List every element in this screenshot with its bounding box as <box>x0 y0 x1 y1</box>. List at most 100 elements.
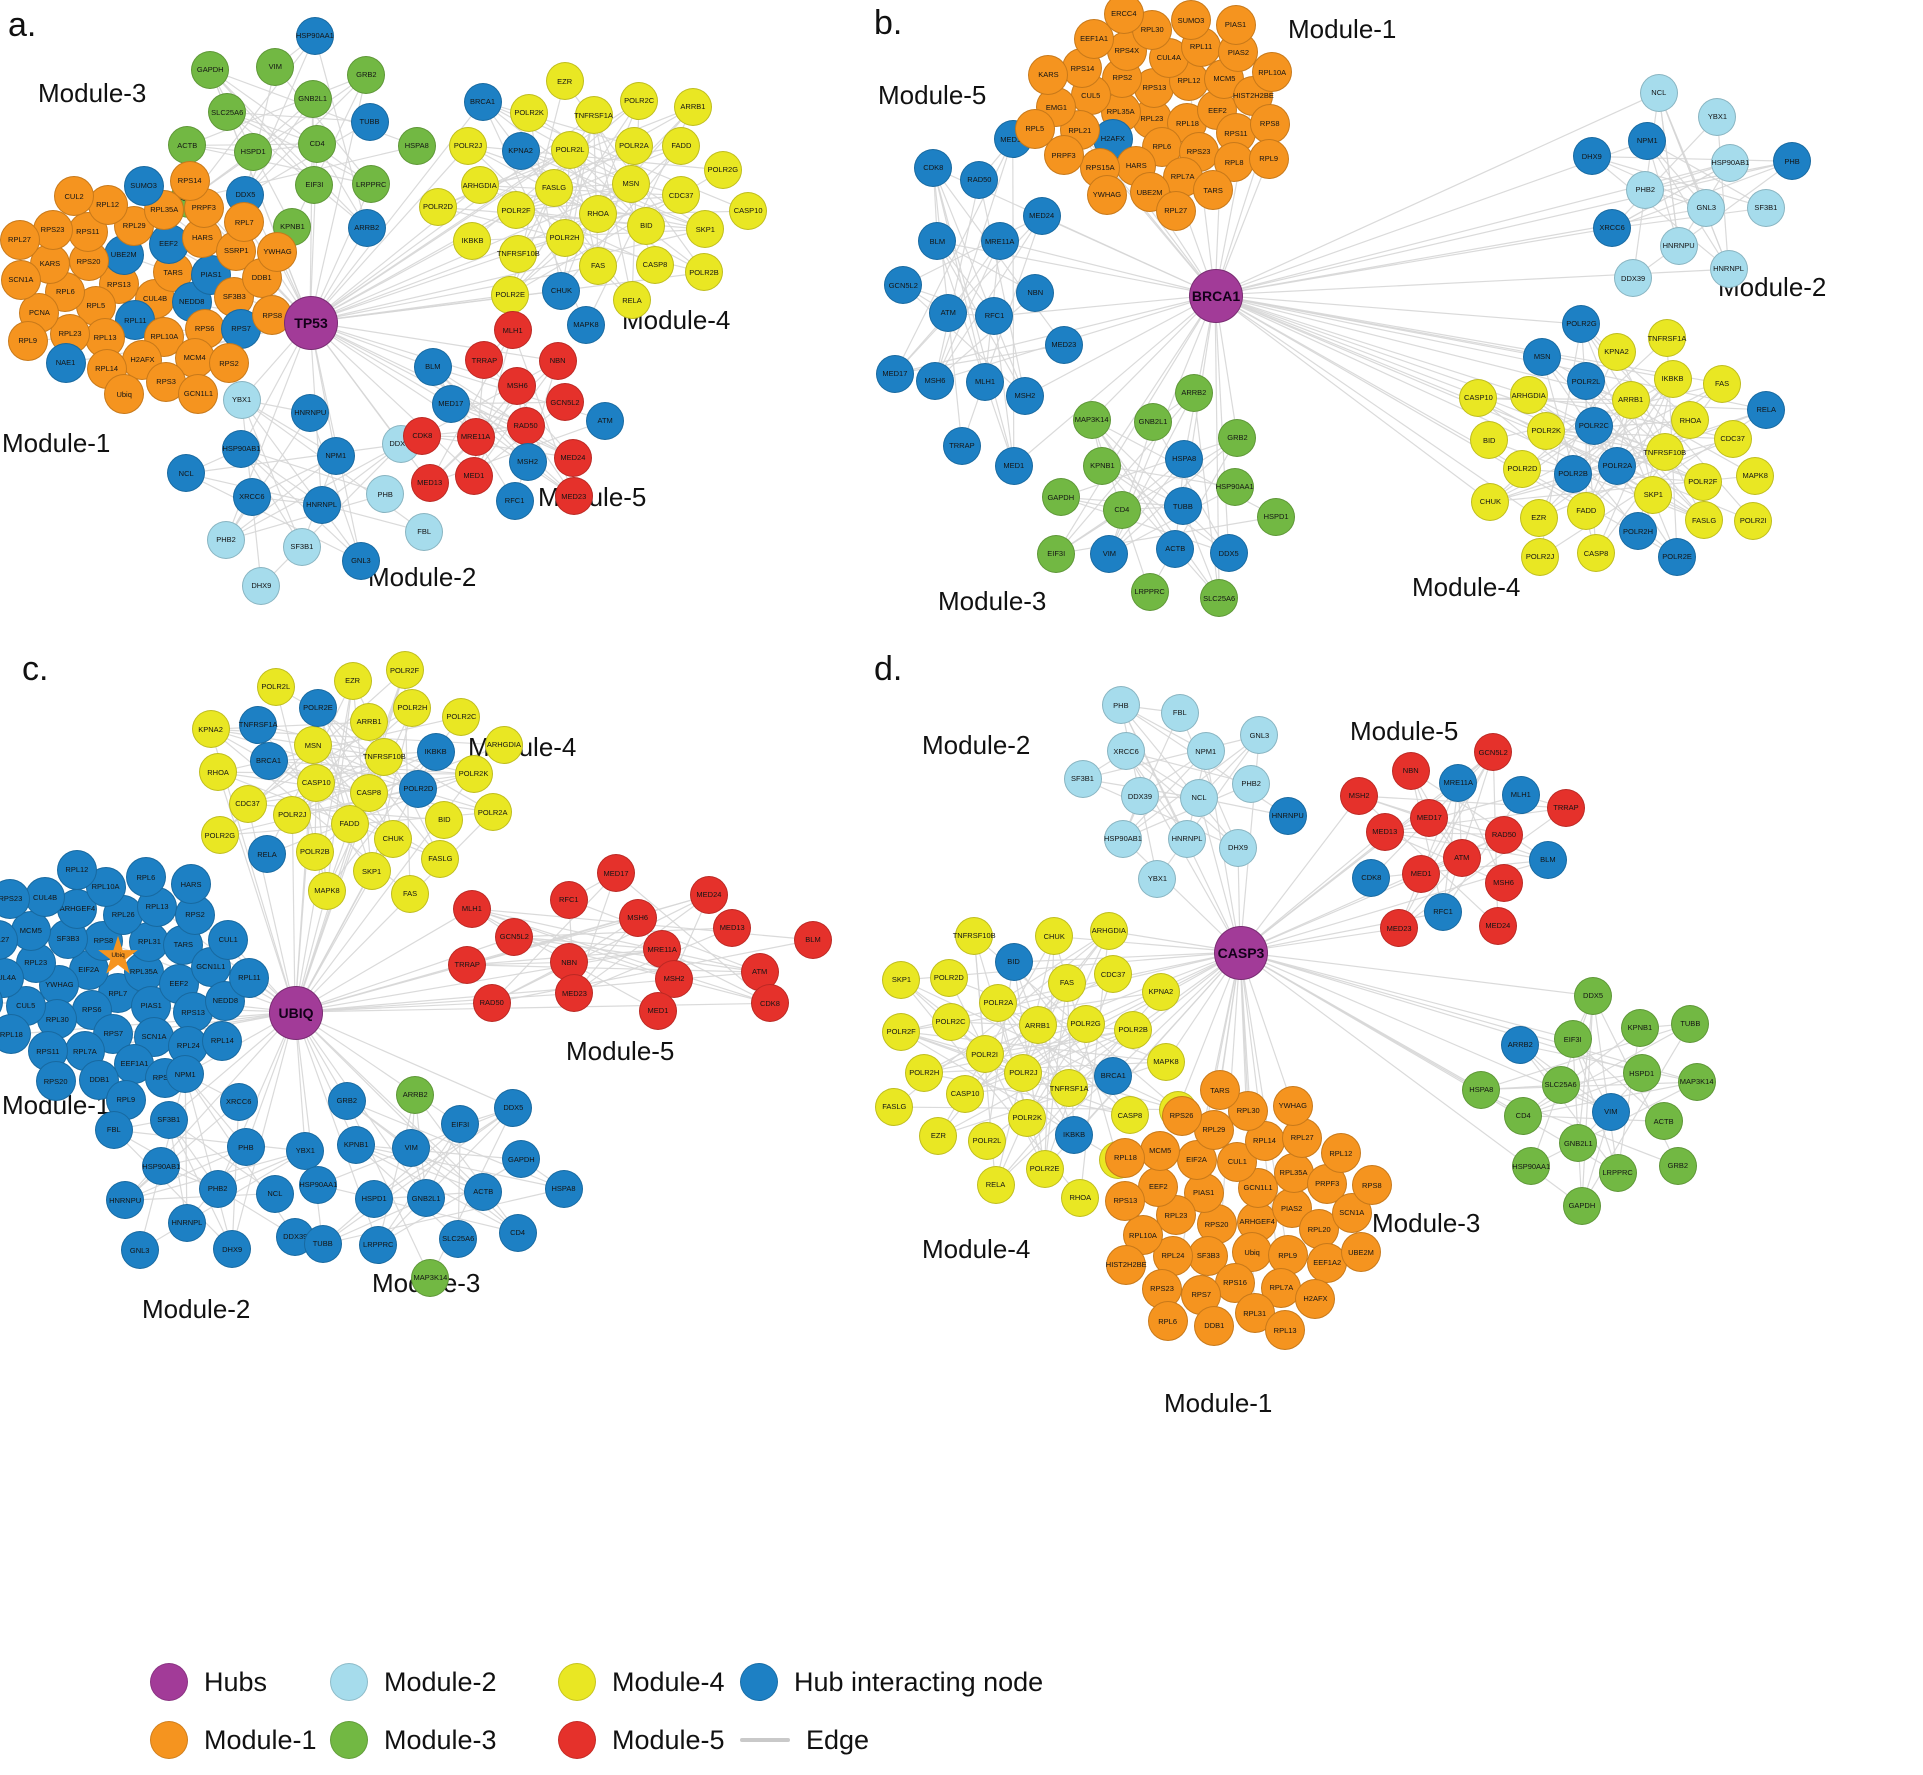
node-b-tars[interactable]: TARS <box>1193 170 1234 211</box>
node-d-blm[interactable]: BLM <box>1528 841 1567 880</box>
node-d-bid[interactable]: BID <box>994 943 1033 982</box>
node-c-ddx5[interactable]: DDX5 <box>494 1088 533 1127</box>
node-d-phb[interactable]: PHB <box>1101 686 1140 725</box>
node-a-gnb2l1[interactable]: GNB2L1 <box>293 79 332 118</box>
node-c-med17[interactable]: MED17 <box>597 854 636 893</box>
node-d-polr2g[interactable]: POLR2G <box>1066 1004 1105 1043</box>
node-b-ikbkb[interactable]: IKBKB <box>1653 359 1692 398</box>
node-b-fas[interactable]: FAS <box>1703 364 1742 403</box>
node-b-casp8[interactable]: CASP8 <box>1577 534 1615 573</box>
node-c-hnrnpu[interactable]: HNRNPU <box>106 1181 145 1220</box>
node-d-ybx1[interactable]: YBX1 <box>1138 860 1177 899</box>
node-b-nbn[interactable]: NBN <box>1016 274 1055 313</box>
node-a-ywhag[interactable]: YWHAG <box>257 231 298 272</box>
node-d-ncl[interactable]: NCL <box>1180 779 1219 818</box>
node-c-actb[interactable]: ACTB <box>464 1172 503 1211</box>
node-d-rpl6[interactable]: RPL6 <box>1147 1301 1188 1342</box>
node-b-hnrnpl[interactable]: HNRNPL <box>1709 250 1748 289</box>
node-b-actb[interactable]: ACTB <box>1156 529 1195 568</box>
node-a-rpl27[interactable]: RPL27 <box>0 220 40 261</box>
node-a-arrb1[interactable]: ARRB1 <box>673 88 712 127</box>
node-b-tnfrsf1a[interactable]: TNFRSF1A <box>1648 319 1686 358</box>
node-b-ddx39[interactable]: DDX39 <box>1614 259 1653 298</box>
node-a-mcm4[interactable]: MCM4 <box>174 338 215 379</box>
node-a-rpl12[interactable]: RPL12 <box>87 184 128 225</box>
node-d-arrb1[interactable]: ARRB1 <box>1018 1006 1057 1045</box>
node-d-npm1[interactable]: NPM1 <box>1186 732 1225 771</box>
node-b-hnrnpu[interactable]: HNRNPU <box>1659 227 1698 266</box>
node-b-grb2[interactable]: GRB2 <box>1218 418 1257 457</box>
node-a-eif3i[interactable]: EIF3I <box>295 165 334 204</box>
node-c-med23[interactable]: MED23 <box>555 974 594 1013</box>
node-d-brca1[interactable]: BRCA1 <box>1094 1056 1133 1095</box>
node-a-arhgdia[interactable]: ARHGDIA <box>460 166 499 205</box>
node-d-slc25a6[interactable]: SLC25A6 <box>1541 1066 1580 1105</box>
node-c-tubb[interactable]: TUBB <box>303 1225 342 1264</box>
node-c-gcn5l2[interactable]: GCN5L2 <box>495 917 534 956</box>
node-d-ezr[interactable]: EZR <box>919 1116 958 1155</box>
node-d-hspa8[interactable]: HSPA8 <box>1462 1070 1501 1109</box>
node-d-cdk8[interactable]: CDK8 <box>1352 859 1391 898</box>
node-c-polr2f[interactable]: POLR2F <box>385 651 424 690</box>
node-d-rps26[interactable]: RPS26 <box>1161 1096 1202 1137</box>
node-a-skp1[interactable]: SKP1 <box>686 210 725 249</box>
node-a-polr2g[interactable]: POLR2G <box>703 151 742 189</box>
node-c-phb2[interactable]: PHB2 <box>198 1169 237 1208</box>
node-b-msh6[interactable]: MSH6 <box>915 362 954 401</box>
node-a-rfc1[interactable]: RFC1 <box>495 481 534 520</box>
node-b-dhx9[interactable]: DHX9 <box>1572 137 1611 176</box>
node-c-map3k14[interactable]: MAP3K14 <box>411 1259 450 1298</box>
node-a-polr2b[interactable]: POLR2B <box>685 253 724 292</box>
node-c-polr2d[interactable]: POLR2D <box>399 770 438 808</box>
node-a-mre11a[interactable]: MRE11A <box>456 418 495 457</box>
node-a-nbn[interactable]: NBN <box>538 342 577 381</box>
node-a-msh6[interactable]: MSH6 <box>498 366 537 405</box>
node-c-polr2c[interactable]: POLR2C <box>442 697 481 736</box>
node-a-atm[interactable]: ATM <box>586 401 625 440</box>
node-b-rpl10a[interactable]: RPL10A <box>1252 52 1293 93</box>
node-c-mlh1[interactable]: MLH1 <box>452 889 491 928</box>
node-d-ywhag[interactable]: YWHAG <box>1272 1086 1313 1127</box>
node-c-polr2b[interactable]: POLR2B <box>295 832 334 871</box>
node-b-slc25a6[interactable]: SLC25A6 <box>1200 579 1239 618</box>
node-d-ube2m[interactable]: UBE2M <box>1341 1232 1381 1273</box>
node-a-polr2l[interactable]: POLR2L <box>551 131 590 170</box>
node-d-hist2h2be[interactable]: HIST2H2BE <box>1106 1244 1147 1285</box>
node-d-rps8[interactable]: RPS8 <box>1351 1165 1392 1206</box>
node-d-hnrnpl[interactable]: HNRNPL <box>1168 820 1207 859</box>
node-d-cdc37[interactable]: CDC37 <box>1094 955 1133 994</box>
node-c-sf3b1[interactable]: SF3B1 <box>149 1100 188 1139</box>
node-c-kpna2[interactable]: KPNA2 <box>191 710 230 749</box>
node-d-cd4[interactable]: CD4 <box>1504 1096 1543 1135</box>
node-d-tars[interactable]: TARS <box>1199 1070 1240 1111</box>
node-a-cul2[interactable]: CUL2 <box>54 176 95 217</box>
node-a-slc25a6[interactable]: SLC25A6 <box>208 93 247 132</box>
node-c-polr2e[interactable]: POLR2E <box>298 688 337 727</box>
node-b-med17[interactable]: MED17 <box>875 354 914 393</box>
node-c-rhoa[interactable]: RHOA <box>199 753 238 792</box>
node-a-xrcc6[interactable]: XRCC6 <box>232 478 271 517</box>
node-d-arrb2[interactable]: ARRB2 <box>1501 1026 1540 1065</box>
node-d-dhx9[interactable]: DHX9 <box>1218 829 1257 868</box>
node-d-faslg[interactable]: FASLG <box>875 1088 914 1127</box>
node-d-msh2[interactable]: MSH2 <box>1340 776 1379 815</box>
node-d-polr2k[interactable]: POLR2K <box>1008 1099 1047 1138</box>
node-c-rpl6[interactable]: RPL6 <box>125 857 166 898</box>
node-d-gnl3[interactable]: GNL3 <box>1240 716 1279 755</box>
node-a-hspd1[interactable]: HSPD1 <box>234 133 273 172</box>
node-b-arhgdia[interactable]: ARHGDIA <box>1509 376 1548 415</box>
node-a-gapdh[interactable]: GAPDH <box>191 50 230 89</box>
node-d-ddx5[interactable]: DDX5 <box>1574 976 1613 1015</box>
node-c-ncl[interactable]: NCL <box>255 1174 294 1213</box>
node-b-pias1[interactable]: PIAS1 <box>1215 4 1256 45</box>
node-a-phb[interactable]: PHB <box>366 475 405 514</box>
node-b-polr2j[interactable]: POLR2J <box>1521 537 1560 576</box>
node-b-cdk8[interactable]: CDK8 <box>914 148 953 187</box>
node-a-ezr[interactable]: EZR <box>545 62 584 101</box>
node-d-med23[interactable]: MED23 <box>1380 909 1419 948</box>
node-b-polr2k[interactable]: POLR2K <box>1527 412 1566 450</box>
node-a-faslg[interactable]: FASLG <box>535 168 574 207</box>
node-d-map3k14[interactable]: MAP3K14 <box>1677 1063 1716 1102</box>
node-b-xrcc6[interactable]: XRCC6 <box>1593 209 1632 248</box>
node-c-mapk8[interactable]: MAPK8 <box>307 871 346 910</box>
